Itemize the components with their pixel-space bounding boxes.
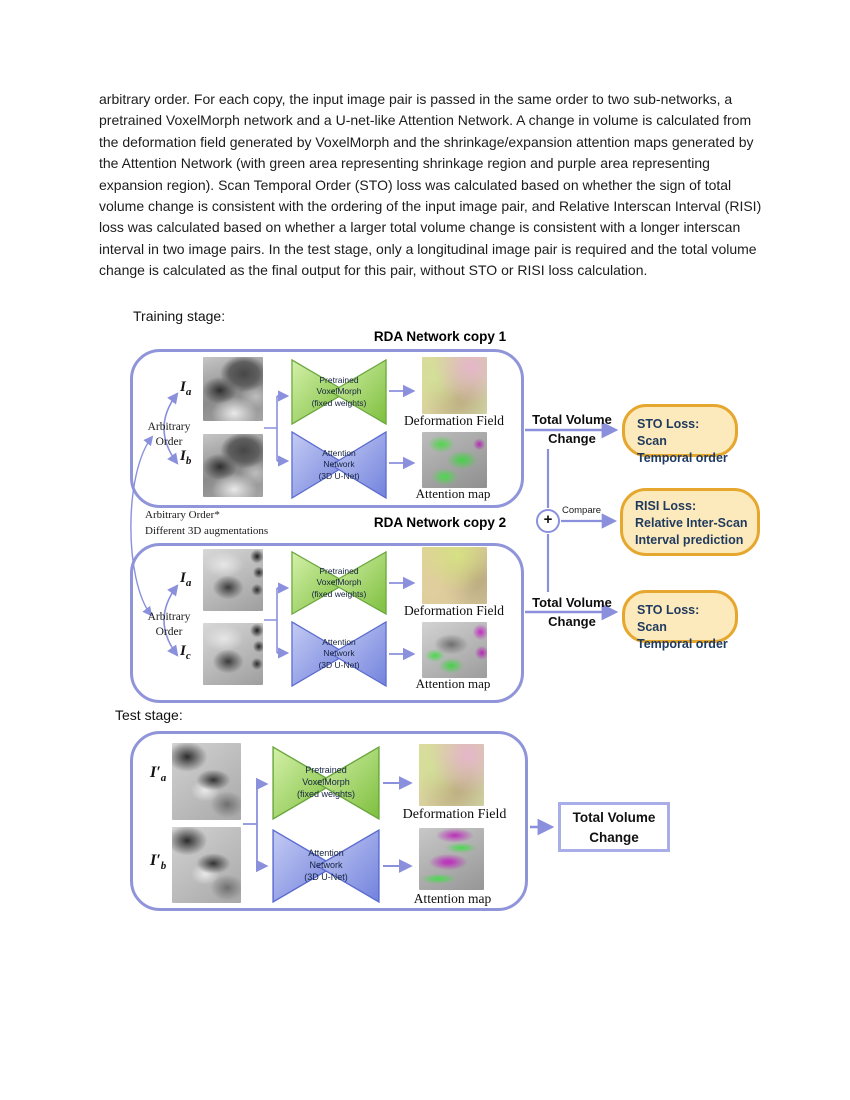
attention-label-test: Attention Network (3D U-Net) <box>304 848 348 882</box>
compare-label: Compare <box>562 505 602 516</box>
input-label-ic-copy2: Ic <box>180 643 191 662</box>
attention-label-copy1: Attention Network (3D U-Net) <box>318 448 360 481</box>
voxelmorph-label-copy2: Pretrained VoxelMorph (fixed weights) <box>311 566 367 599</box>
attention-bowtie-shape <box>272 828 380 904</box>
training-stage-label: Training stage: <box>133 308 226 324</box>
voxelmorph-network-copy1: Pretrained VoxelMorph (fixed weights) <box>291 358 387 426</box>
attention-label-copy2: Attention Network (3D U-Net) <box>318 637 360 670</box>
voxelmorph-bowtie-shape <box>291 550 387 616</box>
attention-network-copy2: Attention Network (3D U-Net) <box>291 620 387 688</box>
rda-copy2-box <box>130 543 524 703</box>
voxelmorph-label-copy1: Pretrained VoxelMorph (fixed weights) <box>311 375 367 408</box>
rda-copy1-box <box>130 349 524 508</box>
mri-image-ia-test <box>172 743 241 820</box>
attention-map-label-copy1: Attention map <box>415 486 491 501</box>
input-label-ia-copy1: Ia <box>180 379 192 398</box>
mri-image-ib-test <box>172 827 241 903</box>
input-label-ia-test: I′a <box>150 764 167 785</box>
voxelmorph-network-copy2: Pretrained VoxelMorph (fixed weights) <box>291 550 387 616</box>
voxelmorph-network-test: Pretrained VoxelMorph (fixed weights) <box>272 745 380 821</box>
sto-loss-box-copy2: STO Loss: Scan Temporal order <box>622 590 738 651</box>
mri-image-ic-copy2 <box>203 623 263 685</box>
attention-map-image-test <box>419 828 484 890</box>
arbitrary-order-copy1: Arbitrary Order <box>147 421 191 448</box>
sto-loss-box-copy1: STO Loss: Scan Temporal order <box>622 404 738 465</box>
attention-bowtie-shape <box>291 430 387 500</box>
rda-copy2-title: RDA Network copy 2 <box>373 515 507 530</box>
deformation-field-image-copy1 <box>422 357 487 414</box>
input-label-ib-test: I′b <box>150 852 167 873</box>
attention-map-image-copy1 <box>422 432 487 488</box>
input-label-ib-copy1: Ib <box>180 448 192 467</box>
voxelmorph-label-test: Pretrained VoxelMorph (fixed weights) <box>296 765 356 799</box>
total-volume-change-copy1: Total Volume Change <box>532 412 612 446</box>
attention-network-copy1: Attention Network (3D U-Net) <box>291 430 387 500</box>
attention-map-label-copy2: Attention map <box>415 676 491 691</box>
deformation-field-label-copy2: Deformation Field <box>403 603 505 618</box>
voxelmorph-bowtie-shape <box>272 745 380 821</box>
compare-plus-node: + <box>536 509 560 533</box>
figure-caption-text: arbitrary order. For each copy, the inpu… <box>99 91 762 279</box>
attention-network-test: Attention Network (3D U-Net) <box>272 828 380 904</box>
deformation-field-image-copy2 <box>422 547 487 604</box>
total-volume-change-copy2: Total Volume Change <box>532 595 612 629</box>
attention-map-label-test: Attention map <box>413 891 492 906</box>
attention-map-image-copy2 <box>422 622 487 678</box>
swap-note: Arbitrary Order* Different 3D augmentati… <box>145 509 269 537</box>
total-volume-change-output-box: Total Volume Change <box>558 802 670 852</box>
test-stage-box <box>130 731 528 911</box>
mri-image-ia-copy1 <box>203 357 263 421</box>
rda-copy1-title: RDA Network copy 1 <box>373 329 507 344</box>
arbitrary-order-copy2: Arbitrary Order <box>147 611 191 638</box>
mri-image-ia-copy2 <box>203 549 263 611</box>
mri-image-ib-copy1 <box>203 434 263 497</box>
input-label-ia-copy2: Ia <box>180 570 192 589</box>
deformation-field-label-copy1: Deformation Field <box>403 413 505 428</box>
attention-bowtie-shape <box>291 620 387 688</box>
deformation-field-image-test <box>419 744 484 806</box>
voxelmorph-bowtie-shape <box>291 358 387 426</box>
test-stage-label: Test stage: <box>115 707 183 723</box>
deformation-field-label-test: Deformation Field <box>402 807 507 822</box>
risi-loss-box: RISI Loss: Relative Inter-Scan Interval … <box>620 488 760 556</box>
